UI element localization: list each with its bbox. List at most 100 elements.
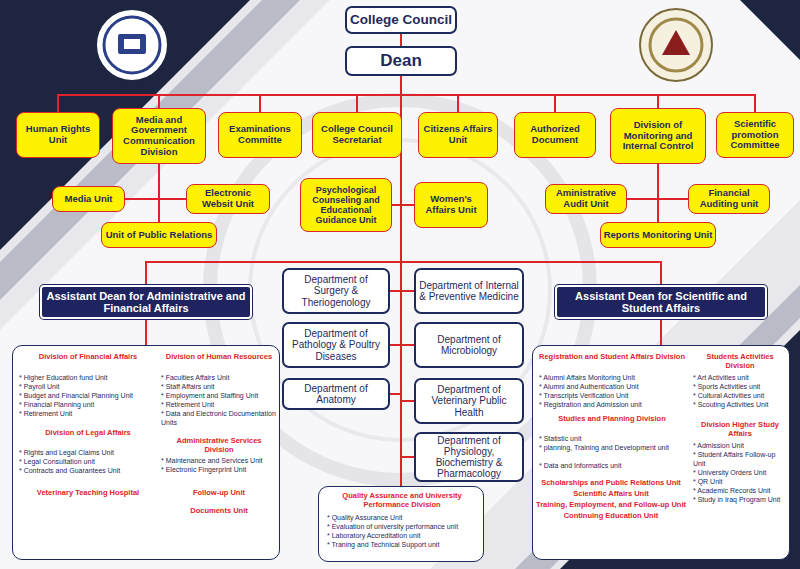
unit-item: * Student Affairs Follow-up Unit (693, 450, 787, 468)
connector-line (125, 164, 159, 199)
division-heading: Veterinary Teaching Hospital (19, 488, 157, 497)
unit-item: * Academic Records Unit (693, 486, 787, 495)
box-label: Department of Pathology & Poultry Diseas… (286, 328, 386, 362)
box-label: Dean (380, 51, 422, 70)
unit-item: * Registration and Admission unit (539, 400, 685, 409)
unit-item: * QR Unit (693, 477, 787, 486)
box-label: Department of Anatomy (286, 383, 386, 405)
connector-line (627, 164, 658, 199)
box-label: Human Rights Unit (19, 124, 97, 145)
division-heading: Students Activities Division (693, 352, 787, 370)
department-box: Department of Internal & Preventive Medi… (414, 268, 524, 314)
unit-box: Media Unit (52, 186, 125, 212)
division-heading: Division of Legal Affairs (19, 428, 157, 437)
unit-item: * Data and Electronic Documentation Unit… (161, 409, 277, 427)
connector-line (357, 76, 401, 112)
unit-item: * Staff Affairs unit (161, 382, 277, 391)
box-label: Department of Veterinary Public Health (418, 384, 520, 418)
unit-item: * Quality Assurance Unit (327, 513, 481, 522)
box-label: Media and Government Communication Divis… (115, 115, 203, 158)
logo-ring (650, 19, 702, 71)
connector-line (401, 76, 414, 457)
logo-disc (640, 9, 712, 81)
department-box: Department of Physiology, Biochemistry &… (414, 432, 524, 482)
unit-box: Citizens Affairs Unit (418, 112, 498, 158)
assistant-dean-box: Assistant Dean for Administrative and Fi… (40, 285, 252, 319)
box-label: Unit of Public Relations (106, 230, 213, 241)
unit-item: * Legal Consultation unit (19, 457, 157, 466)
connector-line (401, 76, 414, 345)
logo-disc (96, 9, 168, 81)
assistant-dean-box: Assistant Dean for Scientific and Studen… (555, 285, 767, 319)
unit-box: College Council Secretariat (312, 112, 402, 158)
box-label: Division of Monitoring and Internal Cont… (613, 120, 703, 152)
division-heading: Follow-up Unit (161, 488, 277, 497)
box-label: Department of Microbiology (418, 334, 520, 356)
unit-item: * Contracts and Guarantees Unit (19, 466, 157, 475)
division-heading: Registration and Student Affairs Divisio… (539, 352, 685, 361)
unit-box: Human Rights Unit (16, 112, 100, 158)
connector-line (401, 76, 414, 291)
unit-item: * Higher Education fund Unit (19, 373, 157, 382)
unit-box: Reports Monitoring Unit (600, 222, 716, 248)
unit-box: Unit of Public Relations (101, 222, 217, 248)
division-heading: Continuing Education Unit (533, 511, 689, 520)
unit-box: Women’s Affairs Unit (414, 182, 488, 228)
unit-box: Psychological Counseling and Educational… (300, 178, 392, 232)
unit-item: * Employment and Staffing Unit (161, 391, 277, 400)
university-logo (640, 9, 712, 81)
division-heading: Training, Employment, and Follow-up Unit (533, 500, 689, 509)
division-heading: Quality Assurance and University Perform… (323, 491, 481, 509)
unit-box: Division of Monitoring and Internal Cont… (610, 108, 706, 164)
box-label: Electronic Websit Unit (189, 188, 267, 209)
connector-line (401, 76, 755, 112)
box-label: Department of Physiology, Biochemistry &… (418, 435, 520, 480)
connector-line (158, 164, 160, 222)
division-heading: Division Higher Study Affairs (693, 420, 787, 438)
connector-line (657, 164, 659, 222)
box-label: Department of Internal & Preventive Medi… (418, 280, 520, 302)
department-box: Department of Microbiology (414, 322, 524, 368)
unit-item: * Alumni Affairs Monitoring Unit (539, 373, 685, 382)
box-label: Citizens Affairs Unit (421, 124, 495, 145)
unit-item: * Admission Unit (693, 441, 787, 450)
unit-item: * Electronic Fingerprint Unit (161, 465, 277, 474)
logo-emblem (124, 39, 140, 49)
box-label: Department of Surgery & Theriogenology (286, 274, 386, 308)
box-label: Psychological Counseling and Educational… (303, 185, 389, 225)
unit-item: * Cultural Activities unit (693, 391, 787, 400)
connector-line (401, 76, 658, 108)
connector-line (401, 76, 414, 205)
unit-item: * Data and Informatics unit (539, 461, 685, 470)
box-label: Scientific promotion Committee (719, 119, 791, 151)
connector-line (58, 76, 401, 112)
box-label: Women’s Affairs Unit (417, 194, 485, 215)
connector-line (159, 164, 186, 199)
division-panel: Quality Assurance and University Perform… (318, 486, 484, 562)
unit-item: * Laboratory Accreditation unit (327, 531, 481, 540)
connector-line (660, 319, 662, 345)
logo-emblem (118, 34, 146, 54)
unit-box: Electronic Websit Unit (186, 184, 270, 214)
unit-item: * Budget and Financial Planning Unit (19, 391, 157, 400)
division-heading: Division of Financial Affairs (19, 352, 157, 361)
unit-box: Scientific promotion Committee (716, 112, 794, 158)
department-box: Department of Anatomy (282, 378, 390, 410)
department-box: Department of Pathology & Poultry Diseas… (282, 322, 390, 368)
unit-item: * Study in Iraq Program Unit (693, 495, 787, 504)
connector-line (401, 76, 414, 401)
connector-line (400, 34, 402, 46)
connector-line (260, 76, 401, 112)
unit-box: Examinations Committe (218, 112, 302, 158)
division-heading: Scholarships and Public Relations Unit (533, 478, 689, 487)
logo-ring (104, 17, 160, 73)
unit-item: * Rights and Legal Claims Unit (19, 448, 157, 457)
unit-item: * Financial Planning unit (19, 400, 157, 409)
grey-stripe (515, 285, 800, 569)
division-panel: Registration and Student Affairs Divisio… (532, 345, 790, 560)
box-label: Authorized Document (517, 124, 593, 145)
division-panel: Division of Financial Affairs * Higher Ed… (12, 345, 280, 560)
unit-box: Authorized Document (514, 112, 596, 158)
box-label: Financial Auditing unit (691, 188, 767, 209)
